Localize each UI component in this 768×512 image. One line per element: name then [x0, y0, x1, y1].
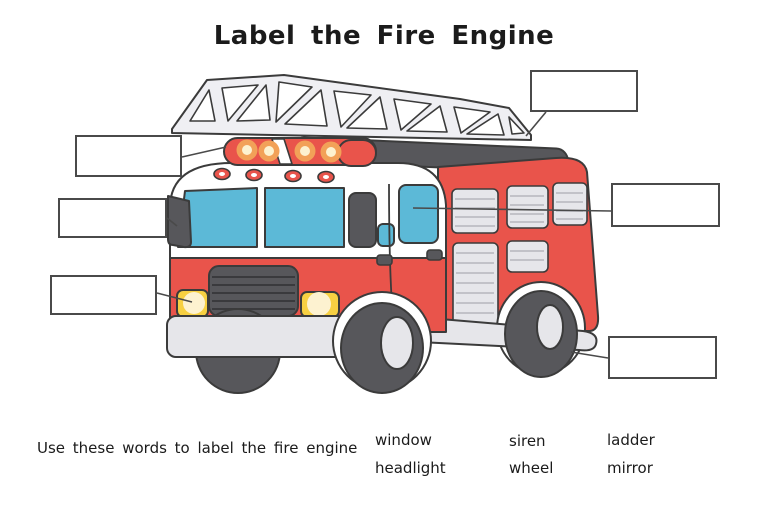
- connector-siren: [181, 146, 227, 158]
- connector-headlight: [156, 292, 193, 303]
- word-mirror[interactable]: mirror: [607, 459, 653, 477]
- word-window[interactable]: window: [375, 431, 432, 449]
- label-box-siren[interactable]: [75, 135, 182, 177]
- instruction-text: Use these words to label the fire engine: [37, 439, 358, 457]
- rear-body: [415, 156, 600, 378]
- word-wheel[interactable]: wheel: [509, 459, 554, 477]
- connector-mirror: [166, 217, 178, 227]
- cab-side-window: [398, 184, 439, 244]
- wheel-rear: [504, 290, 578, 378]
- wheel-middle: [340, 302, 424, 394]
- label-box-wheel[interactable]: [608, 336, 717, 379]
- door-vent-window: [377, 223, 395, 247]
- headlight-left: [176, 289, 209, 318]
- word-ladder[interactable]: ladder: [607, 431, 655, 449]
- equipment-compartments: [451, 182, 588, 328]
- front-grille: [208, 265, 299, 317]
- cab: [166, 137, 447, 394]
- label-box-window[interactable]: [611, 183, 720, 227]
- door-handle: [376, 254, 393, 266]
- ladder: [171, 74, 532, 141]
- word-headlight[interactable]: headlight: [375, 459, 446, 477]
- cab-pillar-window: [348, 192, 377, 248]
- roof-marker-lights: [213, 167, 335, 184]
- word-siren[interactable]: siren: [509, 432, 546, 450]
- connector-lines: [156, 111, 612, 359]
- connector-ladder: [525, 111, 547, 137]
- door-handle: [426, 249, 443, 261]
- connector-window: [412, 207, 612, 212]
- label-box-headlight[interactable]: [50, 275, 157, 315]
- side-mirror: [167, 195, 192, 249]
- front-bumper: [166, 315, 353, 358]
- headlight-right: [300, 291, 340, 318]
- connector-wheel: [570, 351, 609, 359]
- siren-lights: [223, 137, 377, 167]
- windshield: [177, 187, 345, 248]
- page-title: Label the Fire Engine: [213, 21, 555, 51]
- label-box-ladder[interactable]: [530, 70, 638, 112]
- label-box-mirror[interactable]: [58, 198, 167, 238]
